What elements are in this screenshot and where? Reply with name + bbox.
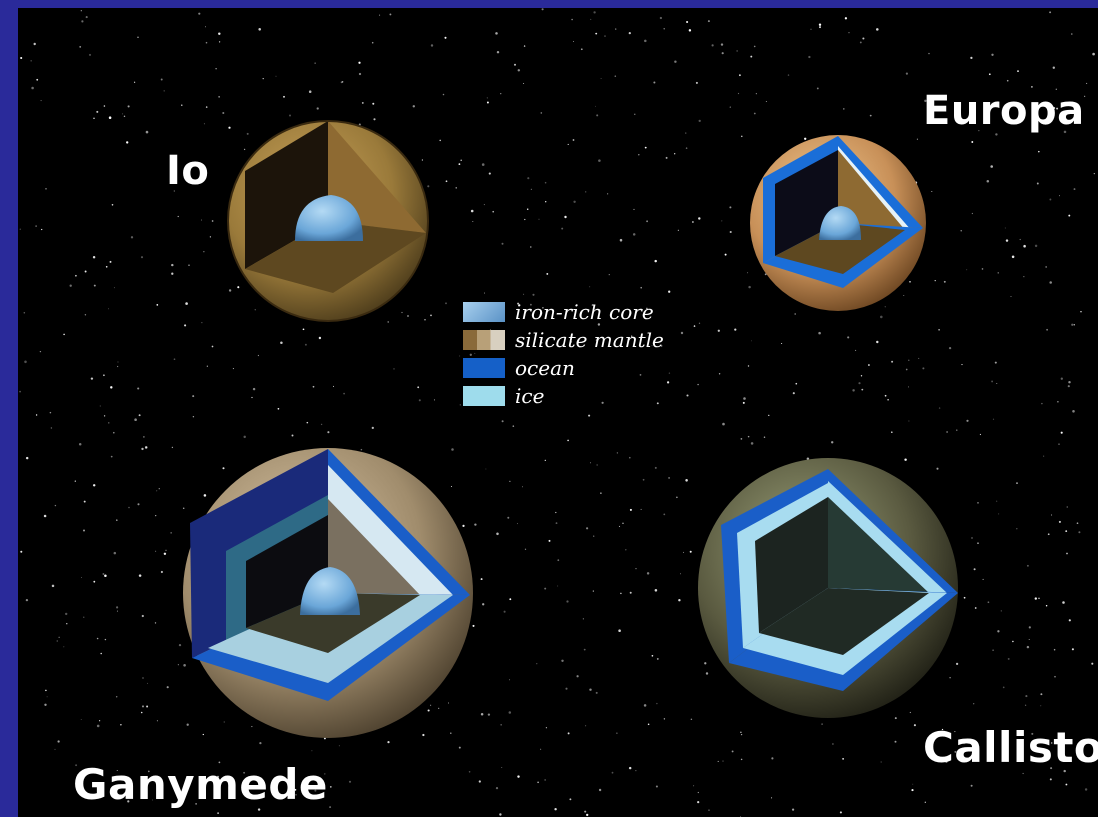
io-cutaway [223,111,433,331]
mantle-swatch [463,330,505,350]
core-swatch [463,302,505,322]
callisto-cutaway [693,453,963,723]
callisto-label: Callisto [923,723,1098,772]
io-label: Io [166,148,209,194]
ganymede-cutaway [178,443,478,743]
europa-cutaway [743,128,933,318]
ice-swatch [463,386,505,406]
space-background: Io Europa iron-rich core silicate mantle [18,8,1098,817]
ganymede-label: Ganymede [73,760,328,809]
ocean-swatch [463,358,505,378]
europa-label: Europa [923,88,1085,134]
